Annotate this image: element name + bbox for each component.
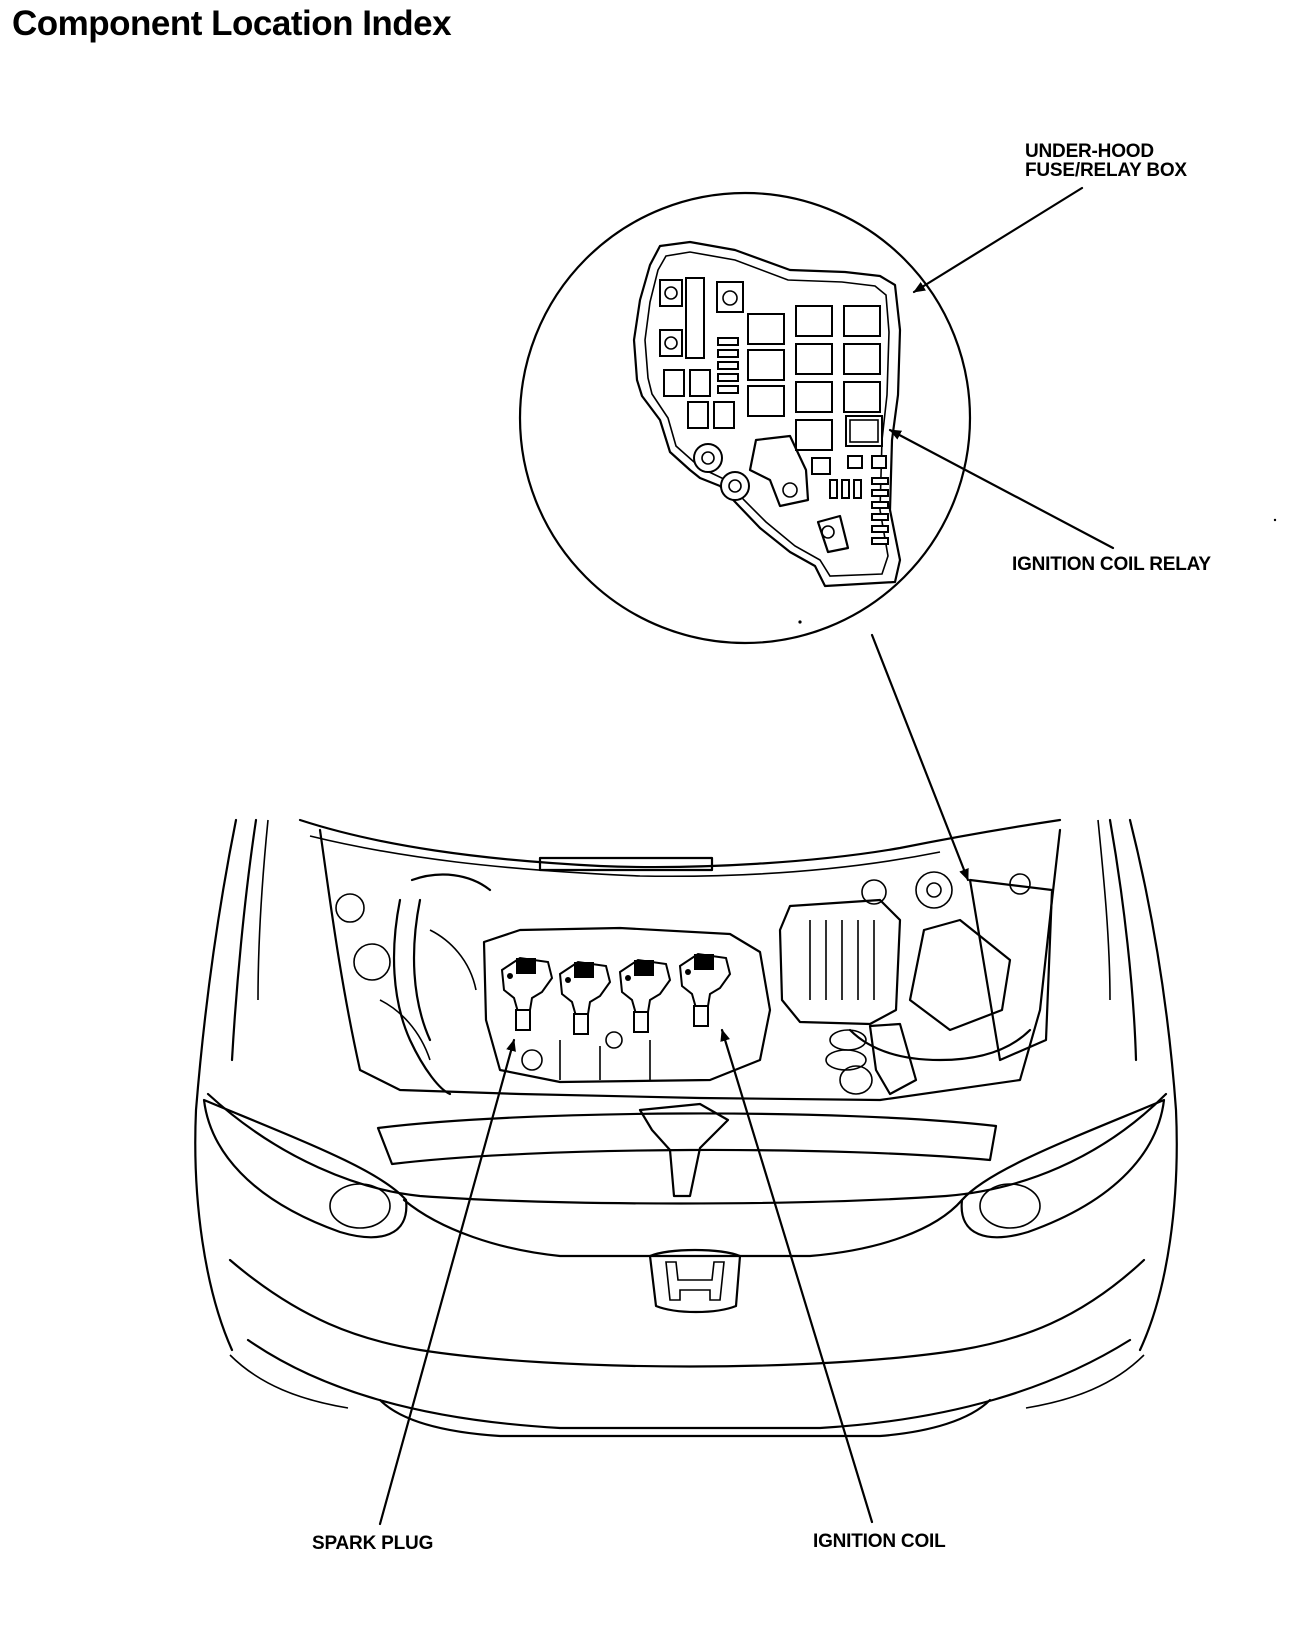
ignition-coil-2 [558,960,612,1035]
ignition-coil-1 [500,956,554,1031]
ignition-coil-label: IGNITION COIL [813,1531,946,1552]
car-front-illustration [194,818,1178,1438]
under-hood-label-line2: FUSE/RELAY BOX [1025,160,1187,181]
honda-emblem-icon [648,1248,742,1314]
ignition-coil-relay-leader-line [888,428,1115,550]
under-hood-leader-line [912,186,1084,294]
spark-plug-leader-line [378,1038,516,1526]
under-hood-label-line1: UNDER-HOOD [1025,141,1154,162]
fuse-relay-box-illustration [632,240,902,588]
ignition-coil-relay-label: IGNITION COIL RELAY [1012,554,1211,575]
spark-plug-label: SPARK PLUG [312,1533,434,1554]
ignition-coil-4 [678,952,732,1027]
page-title: Component Location Index [12,4,452,43]
detail-circle [518,191,972,645]
detail-leader-line [870,633,970,882]
ignition-coil-leader-line [720,1028,874,1524]
under-hood-fuse-relay-box-label: UNDER-HOOD FUSE/RELAY BOX [1025,142,1187,180]
ignition-coil-3 [618,958,672,1033]
